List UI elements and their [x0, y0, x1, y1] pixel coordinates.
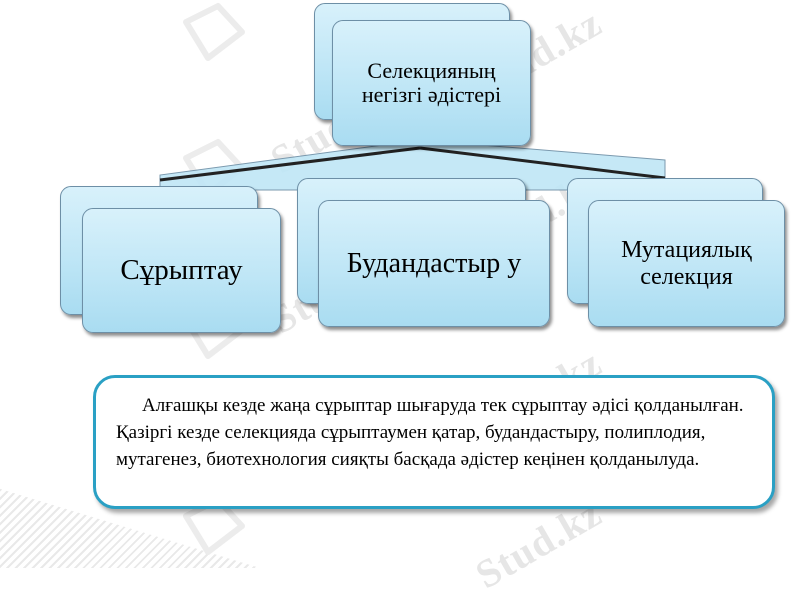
description-box: Алғашқы кезде жаңа сұрыптар шығаруда тек… — [93, 375, 775, 509]
slide: Stud.kz Stud.kz Stud.kz Stud.kz Stud.kz … — [0, 0, 785, 597]
child-node-label-2: Будандастыр у — [346, 248, 522, 279]
description-text: Алғашқы кезде жаңа сұрыптар шығаруда тек… — [116, 395, 744, 470]
connector-line-left — [159, 146, 421, 182]
child-node-3: Мутациялық селекция — [588, 200, 785, 327]
child-node-2: Будандастыр у — [318, 200, 550, 327]
root-node: Селекцияның негізгі әдістері — [332, 20, 531, 146]
child-node-1: Сұрыптау — [82, 208, 281, 333]
child-node-label-3: Мутациялық селекция — [621, 237, 752, 290]
child-node-label-1: Сұрыптау — [120, 253, 243, 286]
connector-line-right — [419, 146, 666, 180]
root-node-label: Селекцияның негізгі әдістері — [361, 57, 502, 107]
